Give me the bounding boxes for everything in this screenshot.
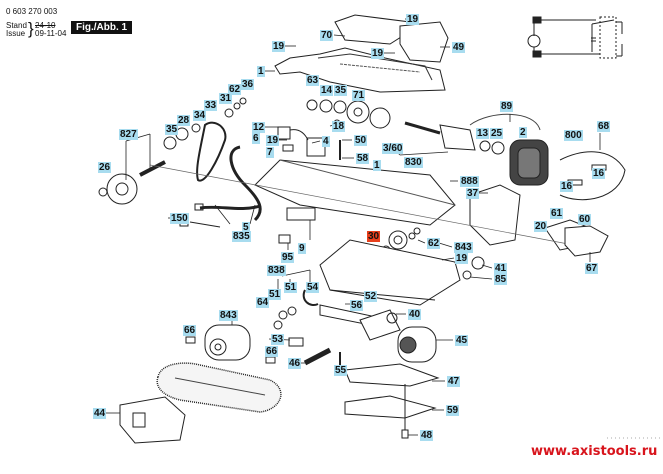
lower-frame [273, 239, 461, 341]
part-label-31[interactable]: 31 [219, 93, 233, 104]
part-label-18[interactable]: 18 [332, 121, 346, 132]
part-label-30[interactable]: 30 [367, 231, 381, 242]
part-label-44[interactable]: 44 [93, 408, 107, 419]
part-label-61[interactable]: 61 [550, 208, 564, 219]
issue-label: Issue [6, 29, 26, 38]
part-label-12[interactable]: 12 [252, 122, 266, 133]
part-label-59[interactable]: 59 [446, 405, 460, 416]
part-label-63[interactable]: 63 [306, 75, 320, 86]
part-label-16b[interactable]: 16 [560, 181, 574, 192]
part-label-4[interactable]: 4 [322, 136, 330, 147]
part-label-50[interactable]: 50 [354, 135, 368, 146]
part-label-6[interactable]: 6 [252, 133, 260, 144]
part-label-830[interactable]: 830 [404, 157, 423, 168]
drive-gear [381, 227, 485, 280]
part-label-19b[interactable]: 19 [272, 41, 286, 52]
part-label-9[interactable]: 9 [298, 243, 306, 254]
housing-top-cover [274, 14, 449, 93]
part-label-13[interactable]: 13 [476, 128, 490, 139]
watermark[interactable]: www.axistools.ru [531, 444, 658, 459]
part-label-58[interactable]: 58 [356, 153, 370, 164]
part-label-1a[interactable]: 1 [257, 66, 265, 77]
sanding-belt [156, 362, 282, 413]
power-cord [179, 145, 262, 228]
part-label-53[interactable]: 53 [271, 334, 285, 345]
part-label-66b[interactable]: 66 [265, 346, 279, 357]
part-label-150[interactable]: 150 [170, 213, 189, 224]
part-label-95[interactable]: 95 [281, 252, 295, 263]
part-label-7[interactable]: 7 [266, 147, 274, 158]
part-label-62a[interactable]: 62 [228, 84, 242, 95]
part-label-36[interactable]: 36 [241, 79, 255, 90]
issue-date: 09-11-04 [35, 29, 67, 38]
part-label-45[interactable]: 45 [455, 335, 469, 346]
part-label-1b[interactable]: 1 [373, 160, 381, 171]
drum-rollers [185, 324, 437, 366]
part-label-800[interactable]: 800 [564, 130, 583, 141]
part-label-35a[interactable]: 35 [334, 85, 348, 96]
part-label-20[interactable]: 20 [534, 221, 548, 232]
stand-label: Stand [6, 21, 27, 30]
dust-box [119, 396, 186, 444]
part-label-49[interactable]: 49 [452, 42, 466, 53]
part-label-19d[interactable]: 19 [266, 135, 280, 146]
part-label-60[interactable]: 60 [578, 214, 592, 225]
stand-value-struck: 24-10 [35, 21, 56, 30]
part-label-70[interactable]: 70 [320, 30, 334, 41]
figure-label: Fig./Abb. 1 [71, 21, 133, 34]
switch-parts [277, 119, 341, 160]
part-label-89[interactable]: 89 [500, 101, 514, 112]
part-label-71[interactable]: 71 [352, 90, 366, 101]
part-label-3_60[interactable]: 3/60 [382, 143, 404, 154]
part-label-62b[interactable]: 62 [427, 238, 441, 249]
part-label-68[interactable]: 68 [597, 121, 611, 132]
part-label-843b[interactable]: 843 [219, 310, 238, 321]
part-label-888[interactable]: 888 [460, 176, 479, 187]
part-label-51a[interactable]: 51 [284, 282, 298, 293]
part-label-16a[interactable]: 16 [592, 168, 606, 179]
part-label-48[interactable]: 48 [420, 430, 434, 441]
part-label-52[interactable]: 52 [364, 291, 378, 302]
part-number: 0 603 270 003 [6, 7, 58, 16]
gear-parts [98, 97, 391, 205]
part-label-51b[interactable]: 51 [268, 289, 282, 300]
part-label-25[interactable]: 25 [490, 128, 504, 139]
sanding-plates [344, 363, 440, 439]
part-label-46[interactable]: 46 [288, 358, 302, 369]
part-label-26[interactable]: 26 [98, 162, 112, 173]
part-label-35b[interactable]: 35 [165, 124, 179, 135]
part-label-28[interactable]: 28 [177, 115, 191, 126]
part-label-19c[interactable]: 19 [371, 48, 385, 59]
part-label-66a[interactable]: 66 [183, 325, 197, 336]
part-label-56[interactable]: 56 [350, 300, 364, 311]
part-label-41[interactable]: 41 [494, 263, 508, 274]
part-label-5[interactable]: 5 [242, 222, 250, 233]
part-label-47[interactable]: 47 [447, 376, 461, 387]
part-label-14[interactable]: 14 [320, 85, 334, 96]
part-label-838[interactable]: 838 [267, 265, 286, 276]
part-label-34[interactable]: 34 [193, 110, 207, 121]
part-label-67[interactable]: 67 [585, 263, 599, 274]
part-label-843a[interactable]: 843 [454, 242, 473, 253]
motor-armature-stator [404, 113, 626, 201]
part-label-85[interactable]: 85 [494, 274, 508, 285]
part-label-40[interactable]: 40 [408, 309, 422, 320]
part-label-55[interactable]: 55 [334, 365, 348, 376]
front-handle [564, 225, 609, 257]
part-label-19e[interactable]: 19 [455, 253, 469, 264]
wiring-schematic [527, 16, 623, 59]
part-label-835[interactable]: 835 [232, 231, 251, 242]
part-label-827[interactable]: 827 [119, 129, 138, 140]
part-label-37[interactable]: 37 [466, 188, 480, 199]
part-label-33[interactable]: 33 [204, 100, 218, 111]
part-label-2[interactable]: 2 [519, 127, 527, 138]
part-label-54[interactable]: 54 [306, 282, 320, 293]
part-label-19a[interactable]: 19 [406, 14, 420, 25]
brace-icon: } [28, 19, 34, 38]
part-label-64[interactable]: 64 [256, 297, 270, 308]
